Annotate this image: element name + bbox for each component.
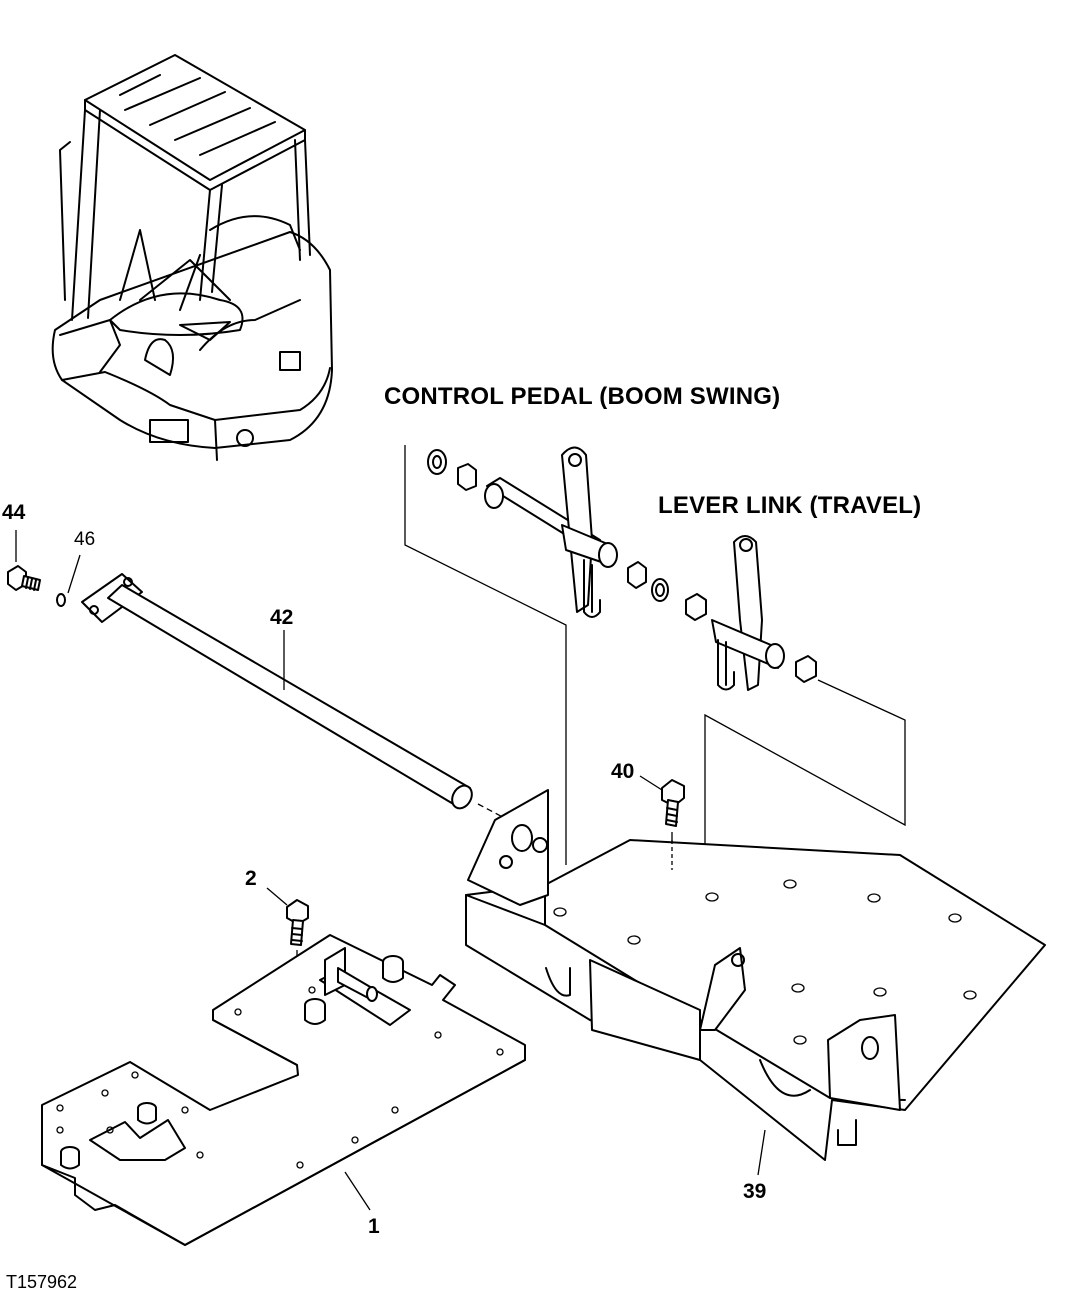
bolt-44 [7, 565, 41, 591]
frame-bracket-39 [465, 789, 1046, 1161]
o-ring-46 [56, 593, 66, 607]
leader-39 [757, 1129, 766, 1176]
callout-46: 46 [74, 529, 96, 550]
callout-40: 40 [611, 760, 635, 783]
callout-2: 2 [245, 867, 257, 890]
callout-39: 39 [743, 1180, 767, 1203]
leader-1 [344, 1171, 371, 1211]
floor-plate-1 [41, 934, 526, 1246]
leader-40 [639, 775, 663, 791]
control-pedal-title: CONTROL PEDAL (BOOM SWING) [384, 383, 781, 410]
lever-link-assembly [685, 535, 906, 960]
callout-42: 42 [270, 606, 294, 629]
callout-1: 1 [368, 1215, 380, 1238]
control-pedal-assembly [404, 445, 669, 865]
leader-46 [67, 554, 81, 594]
shaft-42 [81, 573, 473, 810]
lever-link-title: LEVER LINK (TRAVEL) [658, 492, 922, 519]
excavator-canopy-illustration [51, 54, 333, 461]
callout-44: 44 [2, 501, 26, 524]
figure-code: T157962 [6, 1272, 78, 1292]
leader-2 [266, 887, 288, 906]
